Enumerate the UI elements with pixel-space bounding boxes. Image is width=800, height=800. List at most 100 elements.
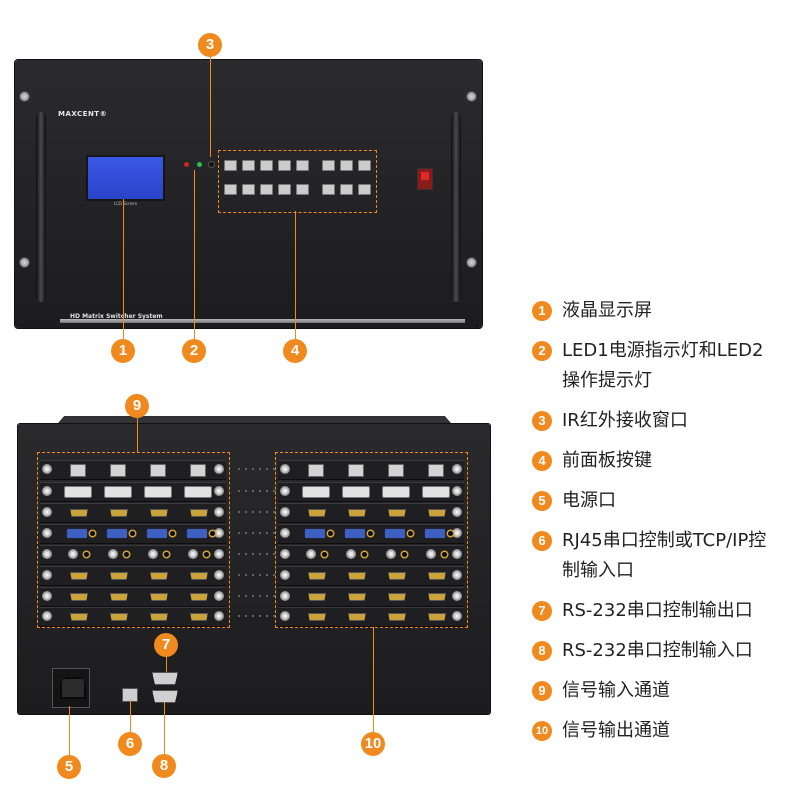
front-panel-button	[358, 184, 371, 195]
vga-port-icon	[146, 528, 168, 539]
status-dot-icon	[259, 574, 261, 576]
status-dot-icon	[252, 468, 254, 470]
bnc-connector-icon	[280, 591, 290, 601]
bnc-connector-icon	[42, 570, 52, 580]
bnc-connector-icon	[214, 549, 224, 559]
bnc-connector-icon	[42, 464, 52, 474]
screw-icon	[467, 92, 476, 101]
status-dot-icon	[245, 615, 247, 617]
io-card-slot	[278, 607, 464, 627]
status-dot-icon	[238, 615, 240, 617]
hdmi-port-icon	[388, 572, 406, 580]
legend-item-4: 4 前面板按键	[532, 446, 782, 476]
front-panel-button	[358, 160, 371, 171]
status-dot-icon	[245, 468, 247, 470]
status-dot-icon	[273, 468, 275, 470]
status-dot-icon	[252, 490, 254, 492]
legend-num: 9	[532, 681, 552, 701]
legend-num: 7	[532, 601, 552, 621]
bnc-connector-icon	[214, 486, 224, 496]
status-dot-icon	[259, 490, 261, 492]
front-panel-button	[242, 160, 255, 171]
dvi-port-icon	[144, 486, 172, 498]
legend-num: 6	[532, 531, 552, 551]
hdmi-port-icon	[388, 509, 406, 517]
rs232-in-port[interactable]	[152, 690, 178, 703]
front-panel-button	[260, 184, 273, 195]
audio-jack-icon	[322, 552, 327, 557]
audio-jack-icon	[84, 552, 89, 557]
status-dot-icon	[273, 553, 275, 555]
hdmi-port-icon	[70, 572, 88, 580]
status-dot-icon	[266, 574, 268, 576]
screw-icon	[20, 258, 29, 267]
front-panel-button	[340, 184, 353, 195]
rs232-out-port[interactable]	[152, 672, 178, 685]
status-dot-icon	[273, 511, 275, 513]
legend-text: 信号输入通道	[562, 680, 670, 701]
legend-num: 8	[532, 641, 552, 661]
dvi-port-icon	[382, 486, 410, 498]
legend-item-2: 2 LED1电源指示灯和LED2操作提示灯	[532, 336, 782, 396]
front-strip	[60, 319, 465, 323]
io-card-slot	[278, 566, 464, 586]
status-dot-icon	[245, 553, 247, 555]
callout-3: 3	[198, 33, 222, 57]
hdmi-port-icon	[190, 509, 208, 517]
hdmi-port-icon	[150, 593, 168, 601]
vga-port-icon	[66, 528, 88, 539]
legend-item-10: 10 信号输出通道	[532, 716, 782, 746]
status-dot-icon	[245, 490, 247, 492]
status-dot-icon	[259, 532, 261, 534]
io-card-slot	[278, 460, 464, 480]
audio-jack-icon	[130, 531, 135, 536]
bnc-connector-icon	[280, 611, 290, 621]
io-card-slot	[40, 607, 226, 627]
hdmi-port-icon	[388, 593, 406, 601]
bnc-connector-icon	[108, 549, 118, 559]
power-inlet[interactable]	[52, 668, 90, 708]
io-card-slot	[40, 566, 226, 586]
callout-line-3	[210, 57, 211, 157]
front-panel-button	[260, 160, 273, 171]
legend-text: 信号输出通道	[562, 720, 670, 741]
rj45-port-icon	[190, 464, 206, 477]
status-dot-icon	[259, 595, 261, 597]
rj45-port-icon	[70, 464, 86, 477]
bnc-connector-icon	[42, 611, 52, 621]
rj45-port-icon	[348, 464, 364, 477]
hdmi-port-icon	[348, 613, 366, 621]
power-switch[interactable]	[417, 168, 433, 190]
dvi-port-icon	[104, 486, 132, 498]
legend-text: IR红外接收窗口	[562, 410, 688, 431]
callout-10: 10	[361, 732, 385, 756]
status-dot-icon	[273, 490, 275, 492]
legend-text: 前面板按键	[562, 450, 652, 471]
audio-jack-icon	[368, 531, 373, 536]
vga-port-icon	[186, 528, 208, 539]
status-dot-icon	[252, 532, 254, 534]
bnc-connector-icon	[214, 611, 224, 621]
hdmi-port-icon	[70, 613, 88, 621]
bnc-connector-icon	[280, 570, 290, 580]
callout-line-6	[130, 700, 131, 732]
bnc-connector-icon	[214, 528, 224, 538]
rj45-port-icon	[150, 464, 166, 477]
bnc-connector-icon	[452, 570, 462, 580]
callout-line-8	[164, 702, 165, 754]
audio-jack-icon	[442, 552, 447, 557]
legend-num: 10	[532, 721, 552, 741]
legend-num: 1	[532, 301, 552, 321]
legend-item-9: 9 信号输入通道	[532, 676, 782, 706]
io-card-slot	[40, 503, 226, 523]
io-card-slot	[278, 503, 464, 523]
front-panel-button	[340, 160, 353, 171]
bnc-connector-icon	[452, 528, 462, 538]
audio-jack-icon	[164, 552, 169, 557]
vga-port-icon	[384, 528, 406, 539]
front-panel-button	[296, 160, 309, 171]
status-dot-icon	[238, 532, 240, 534]
legend-num: 5	[532, 491, 552, 511]
status-dot-icon	[259, 615, 261, 617]
hdmi-port-icon	[70, 593, 88, 601]
